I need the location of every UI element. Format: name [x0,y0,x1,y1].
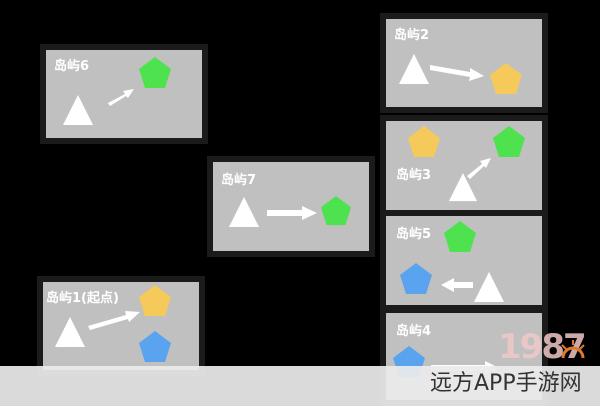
watermark-band [0,366,600,406]
island-1-start-label: 岛屿1(起点) [46,291,119,306]
green-pentagon-icon [320,195,352,226]
island-6-panel[interactable]: 岛屿6 [40,44,208,144]
yellow-pentagon-icon [490,63,522,94]
triangle-icon [55,317,85,347]
yellow-pentagon-icon [139,285,171,316]
watermark-text: 远方APP手游网 [430,371,582,396]
triangle-icon [448,172,478,202]
triangle-icon [229,197,259,227]
arrow-icon [108,89,134,106]
island-2-panel[interactable]: 岛屿2 [380,13,548,113]
green-pentagon-icon [139,57,171,88]
green-pentagon-icon [444,221,476,252]
yellow-pentagon-icon [408,126,440,157]
island-4-label: 岛屿4 [396,324,432,339]
island-2-label: 岛屿2 [394,28,430,43]
triangle-icon [63,95,93,125]
arrow-icon [267,206,317,220]
green-pentagon-icon [493,126,525,157]
island-5-label: 岛屿5 [396,227,432,242]
island-7-label: 岛屿7 [221,173,257,188]
arrow-icon [441,278,473,292]
arrow-icon [88,311,140,330]
triangle-icon [474,272,504,302]
blue-pentagon-icon [139,331,171,362]
arrow-icon [467,158,491,179]
island-3-label: 岛屿3 [396,168,432,183]
arrow-icon [430,65,484,81]
island-6-label: 岛屿6 [54,59,90,74]
sun-icon [561,340,585,359]
triangle-icon [399,54,429,84]
blue-pentagon-icon [400,263,432,294]
